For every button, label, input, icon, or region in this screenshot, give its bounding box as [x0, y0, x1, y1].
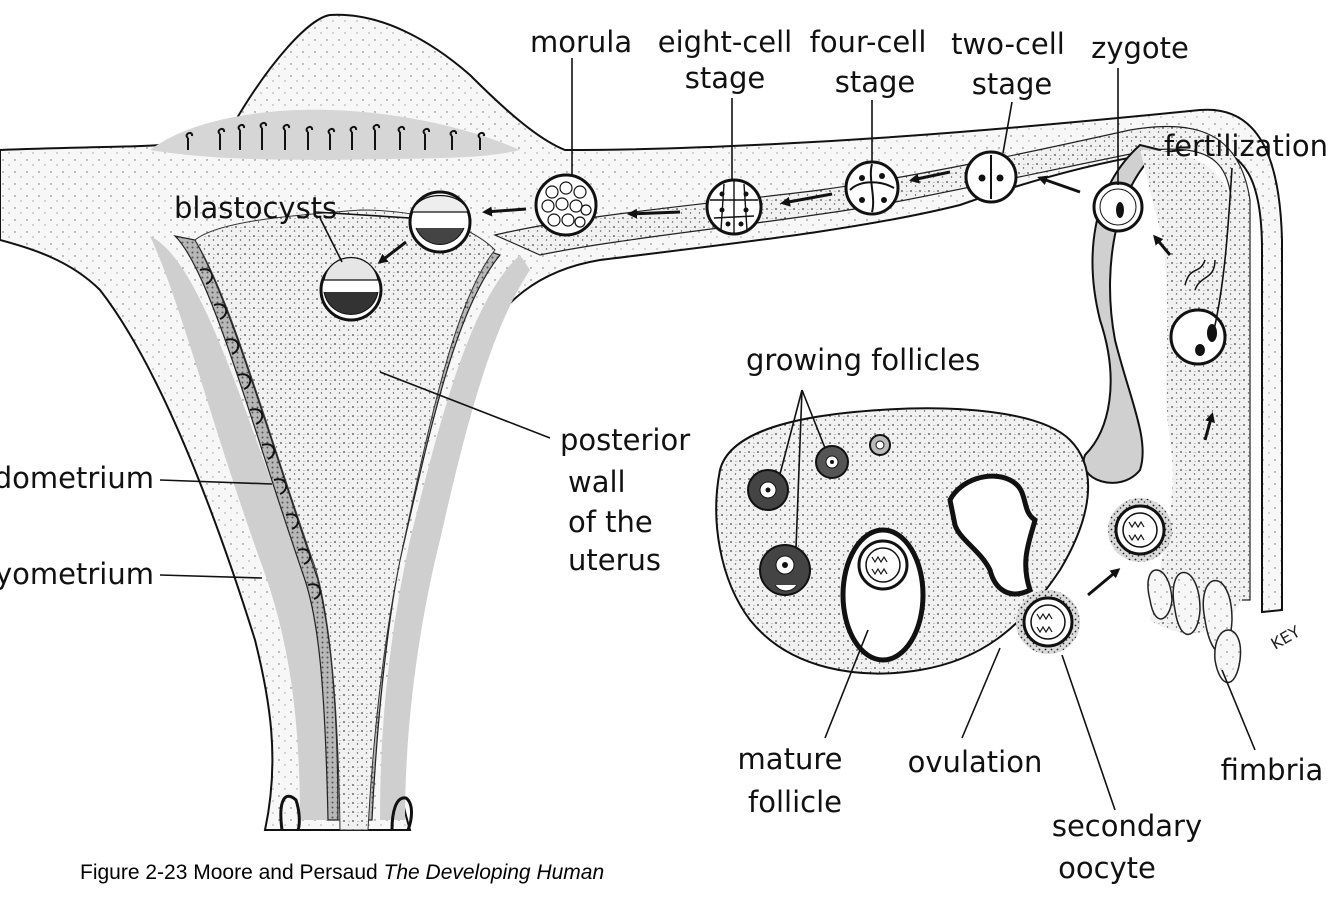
label-blastocysts: blastocysts — [174, 191, 337, 225]
label-of-the: of the — [568, 505, 653, 539]
uterine-cavity — [194, 209, 496, 831]
label-zygote: zygote — [1091, 31, 1189, 65]
morula-stage — [534, 173, 598, 237]
label-ovulation: ovulation — [908, 745, 1043, 779]
uterine-tube-lumen — [493, 125, 1251, 601]
fimbriae — [1147, 569, 1242, 683]
label-endometrium: endometrium — [0, 461, 154, 495]
myometrium-layer — [150, 236, 330, 820]
label-four-cell-stage: stage — [835, 65, 916, 99]
four-cell-stage — [844, 160, 900, 216]
mature-follicle — [840, 527, 926, 663]
fundus-glands — [185, 121, 486, 150]
fundus-cap — [150, 109, 520, 160]
label-two-cell: two-cell — [951, 27, 1065, 61]
label-secondary: secondary — [1052, 809, 1202, 843]
eight-cell-stage — [705, 178, 763, 236]
ampulla — [1140, 150, 1242, 634]
label-fimbria: fimbria — [1221, 753, 1324, 787]
caption-book-title: The Developing Human — [383, 861, 605, 884]
label-eight-cell: eight-cell — [658, 25, 792, 59]
zygote-stage — [1092, 181, 1144, 233]
label-eight-cell-stage: stage — [685, 61, 766, 95]
label-wall: wall — [568, 465, 626, 499]
label-growing-follicles: growing follicles — [746, 343, 980, 377]
fertilization-stage — [1169, 259, 1227, 366]
infundibulum — [1082, 143, 1163, 484]
blastocyst-early — [408, 190, 472, 254]
label-four-cell: four-cell — [810, 25, 927, 59]
label-follicle: follicle — [748, 785, 842, 819]
myometrium-layer-right — [380, 255, 530, 820]
secondary-oocyte — [1016, 590, 1080, 654]
ruptured-follicle — [947, 473, 1038, 597]
blastocyst-implanting — [319, 257, 383, 322]
label-fertilization: fertilization — [1164, 129, 1328, 163]
oocyte-in-fimbria — [1108, 498, 1172, 562]
transport-arrows — [377, 170, 1215, 597]
artist-signature: KEY — [1268, 622, 1304, 654]
diagram-labels: morula eight-cell stage four-cell stage … — [0, 25, 1328, 885]
leader-lines — [159, 58, 1256, 811]
figure-caption: Figure 2-23 Moore and Persaud The Develo… — [80, 861, 604, 885]
label-mature: mature — [738, 742, 843, 776]
label-morula: morula — [530, 25, 632, 59]
label-two-cell-stage: stage — [972, 67, 1053, 101]
caption-prefix: Figure 2-23 Moore and Persaud — [80, 861, 384, 884]
label-oocyte: oocyte — [1058, 851, 1156, 885]
label-uterus: uterus — [568, 543, 661, 577]
label-posterior: posterior — [560, 423, 690, 457]
endometrium-layer — [173, 235, 339, 821]
cervix — [279, 794, 413, 831]
two-cell-stage — [964, 150, 1018, 204]
growing-follicles — [747, 434, 891, 596]
